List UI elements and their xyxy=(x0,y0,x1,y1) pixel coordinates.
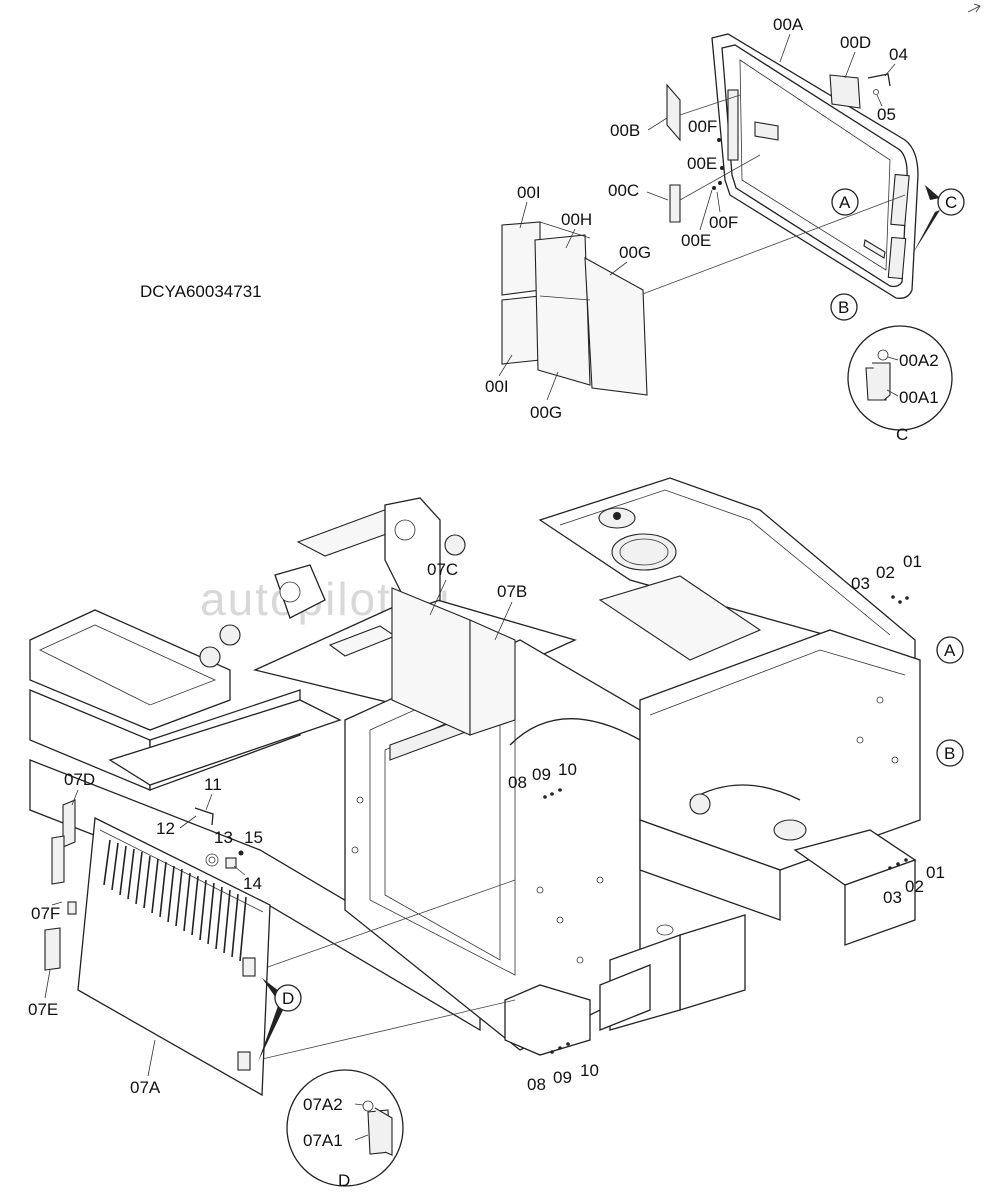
label-03-top: 03 xyxy=(851,574,870,593)
svg-text:A: A xyxy=(944,641,956,660)
top-labels: 00A 00D 04 05 00B 00F 00E 00C 00F 00E 00… xyxy=(485,15,908,422)
label-07A1: 07A1 xyxy=(303,1131,343,1150)
label-12: 12 xyxy=(156,819,175,838)
label-07E: 07E xyxy=(28,1000,58,1019)
label-00E-bot: 00E xyxy=(681,231,711,250)
label-10-top: 10 xyxy=(558,760,577,779)
label-11: 11 xyxy=(204,775,222,794)
detail-view-D: 07A2 07A1 D xyxy=(286,1069,404,1190)
detail-view-C: 00A2 00A1 C xyxy=(847,325,953,444)
label-07D: 07D xyxy=(64,770,95,789)
label-00E-top: 00E xyxy=(687,154,717,173)
label-14: 14 xyxy=(243,874,262,893)
label-02-bot: 02 xyxy=(905,877,924,896)
detail-D-title: D xyxy=(338,1171,350,1190)
label-00C: 00C xyxy=(608,181,639,200)
label-07A2: 07A2 xyxy=(303,1095,343,1114)
label-00H: 00H xyxy=(561,210,592,229)
label-00D: 00D xyxy=(840,33,871,52)
label-00I-bot: 00I xyxy=(485,377,509,396)
label-09-top: 09 xyxy=(532,765,551,784)
label-09-bot: 09 xyxy=(553,1068,572,1087)
svg-text:B: B xyxy=(838,298,849,317)
main-frame-assembly xyxy=(29,477,921,1061)
callout-D-main: D xyxy=(258,978,302,1062)
label-00A: 00A xyxy=(773,15,804,34)
corner-mark-icon xyxy=(967,3,981,13)
label-01-bot: 01 xyxy=(926,863,945,882)
label-07A: 07A xyxy=(130,1078,161,1097)
label-02-top: 02 xyxy=(876,563,895,582)
label-03-bot: 03 xyxy=(883,888,902,907)
callout-A-top: A xyxy=(831,188,859,216)
svg-text:A: A xyxy=(839,193,851,212)
label-00G-top: 00G xyxy=(619,243,651,262)
label-10-bot: 10 xyxy=(580,1061,599,1080)
side-panel-07A xyxy=(44,799,271,1097)
label-00F-bot: 00F xyxy=(709,213,738,232)
svg-text:D: D xyxy=(282,989,294,1008)
label-00A2: 00A2 xyxy=(899,351,939,370)
label-04: 04 xyxy=(889,45,908,64)
label-01-top: 01 xyxy=(903,552,922,571)
callout-C-top: C xyxy=(912,185,965,255)
label-08-bot: 08 xyxy=(527,1075,546,1094)
callout-B-top: B xyxy=(830,293,858,321)
label-07F: 07F xyxy=(31,904,60,923)
callout-A-right: A xyxy=(936,636,964,664)
diagram-code: DCYA60034731 xyxy=(140,282,262,301)
label-15: 15 xyxy=(244,828,263,847)
label-13: 13 xyxy=(214,828,233,847)
label-00B: 00B xyxy=(610,121,640,140)
label-00A1: 00A1 xyxy=(899,388,939,407)
label-08-top: 08 xyxy=(508,773,527,792)
callout-B-right: B xyxy=(936,739,964,767)
label-00I-top: 00I xyxy=(517,183,541,202)
label-07C: 07C xyxy=(427,560,458,579)
door-frame-assembly xyxy=(501,33,919,396)
main-labels: 07C 07B 01 02 03 01 02 03 08 09 10 08 09… xyxy=(28,552,945,1097)
detail-C-title: C xyxy=(896,425,908,444)
svg-text:C: C xyxy=(945,193,957,212)
grille-slots xyxy=(103,839,247,962)
label-07B: 07B xyxy=(497,582,527,601)
label-00F-top: 00F xyxy=(688,117,717,136)
svg-text:B: B xyxy=(944,744,955,763)
label-05: 05 xyxy=(877,105,896,124)
label-00G-bot: 00G xyxy=(530,403,562,422)
